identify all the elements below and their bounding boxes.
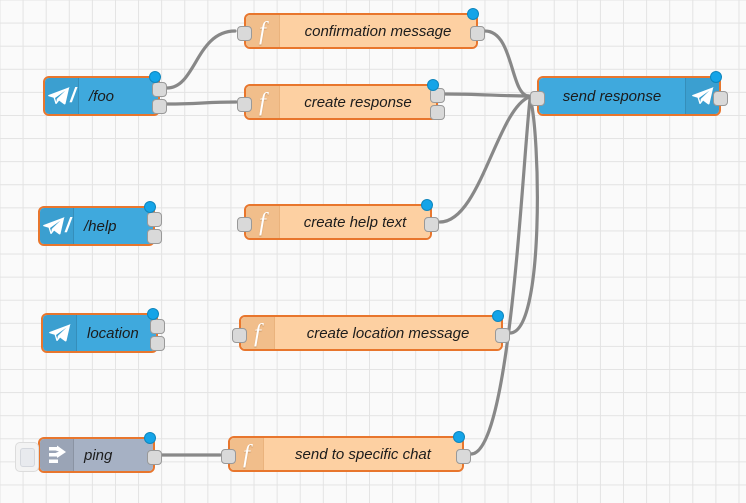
- node-status-dot: [492, 310, 504, 322]
- function-f-icon: f: [246, 86, 280, 118]
- telegram-command-icon: /: [40, 208, 74, 244]
- output-port[interactable]: [152, 82, 167, 97]
- output-port[interactable]: [150, 319, 165, 334]
- node-label: create response: [304, 93, 412, 111]
- inject-button-knob: [20, 448, 35, 467]
- wire-send-to-specific-chat-to-send-response[interactable]: [469, 97, 532, 456]
- node-label: location: [87, 324, 139, 342]
- node-status-dot: [147, 308, 159, 320]
- node-status-dot: [144, 201, 156, 213]
- node-body: / /foo: [45, 78, 158, 114]
- output-port[interactable]: [424, 216, 439, 232]
- node-create-response[interactable]: f create response: [237, 79, 445, 120]
- node-label: send to specific chat: [295, 445, 431, 463]
- wire-foo-to-create-response[interactable]: [165, 100, 238, 106]
- input-port[interactable]: [237, 96, 252, 112]
- input-port[interactable]: [232, 327, 247, 343]
- node-label: create help text: [303, 213, 407, 231]
- node-body: / /help: [40, 208, 153, 244]
- input-port[interactable]: [221, 448, 236, 464]
- node-label: ping: [84, 446, 113, 464]
- wire-confirmation-message-to-send-response[interactable]: [483, 29, 531, 98]
- node-body: send response: [539, 78, 719, 114]
- output-port[interactable]: [495, 327, 510, 343]
- output-port[interactable]: [713, 90, 728, 106]
- node-help[interactable]: / /help: [38, 201, 162, 246]
- node-status-dot: [710, 71, 722, 83]
- output-port[interactable]: [150, 336, 165, 351]
- node-status-dot: [427, 79, 439, 91]
- node-label: confirmation message: [304, 22, 452, 40]
- wire-create-location-message-to-send-response[interactable]: [508, 96, 539, 335]
- node-status-dot: [467, 8, 479, 20]
- node-location[interactable]: location: [41, 308, 165, 353]
- node-label: /help: [84, 217, 117, 235]
- node-status-dot: [421, 199, 433, 211]
- node-body: location: [43, 315, 156, 351]
- node-status-dot: [149, 71, 161, 83]
- output-port[interactable]: [147, 212, 162, 227]
- node-status-dot: [453, 431, 465, 443]
- node-label: /foo: [89, 87, 115, 105]
- wire-create-response-to-send-response[interactable]: [443, 92, 531, 98]
- telegram-command-icon: /: [45, 78, 79, 114]
- node-foo[interactable]: / /foo: [43, 71, 167, 116]
- node-label: send response: [562, 87, 662, 105]
- input-port[interactable]: [237, 25, 252, 41]
- node-label: create location message: [306, 324, 470, 342]
- node-status-dot: [144, 432, 156, 444]
- node-send-response[interactable]: send response: [530, 71, 728, 116]
- inject-arrow-icon: [40, 439, 74, 471]
- output-port[interactable]: [147, 229, 162, 244]
- output-port[interactable]: [147, 449, 162, 465]
- input-port[interactable]: [530, 90, 545, 106]
- input-port[interactable]: [237, 216, 252, 232]
- telegram-plane-icon: [43, 315, 77, 351]
- output-port[interactable]: [456, 448, 471, 464]
- node-body: ping: [40, 439, 153, 471]
- wire-foo-to-confirmation-message[interactable]: [165, 29, 237, 90]
- output-port[interactable]: [152, 99, 167, 114]
- node-ping[interactable]: ping: [15, 432, 162, 473]
- output-port[interactable]: [430, 105, 445, 120]
- output-port[interactable]: [470, 25, 485, 41]
- node-body: f create response: [246, 86, 436, 118]
- inject-trigger-button[interactable]: [15, 442, 39, 472]
- wire-create-help-text-to-send-response[interactable]: [438, 95, 531, 224]
